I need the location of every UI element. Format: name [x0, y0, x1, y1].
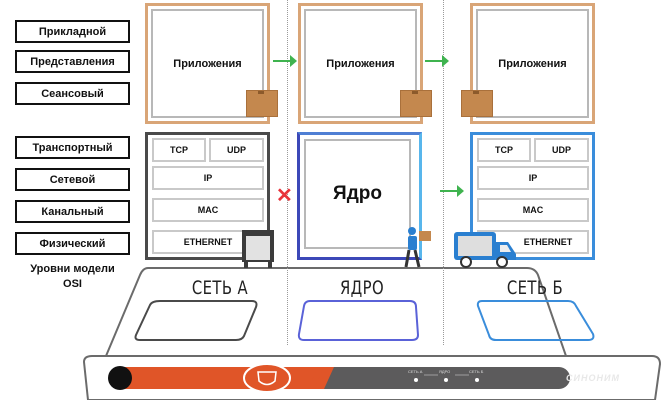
cell-udp: UDP: [534, 138, 589, 162]
cell-mac: MAC: [477, 198, 589, 222]
osi-layer-application: Прикладной: [15, 20, 130, 43]
network-a-label: СЕТЬ А: [191, 277, 249, 299]
cell-ip: IP: [152, 166, 264, 190]
cell-tcp: TCP: [152, 138, 206, 162]
stripe-accent: [318, 367, 334, 389]
osi-layer-physical: Физический: [15, 232, 130, 255]
shield-logo-icon: [243, 363, 291, 393]
courier-icon: [404, 227, 431, 268]
app-label: Приложения: [173, 57, 242, 70]
osi-caption-line2: OSI: [63, 278, 82, 290]
osi-caption: Уровни модели OSI: [15, 262, 130, 292]
osi-layer-transport: Транспортный: [15, 136, 130, 159]
cell-udp: UDP: [209, 138, 264, 162]
osi-layer-network: Сетевой: [15, 168, 130, 191]
cell-mac: MAC: [152, 198, 264, 222]
core-label: ЯДРО: [339, 277, 385, 299]
stripe-accent: [308, 367, 324, 389]
column-divider: [287, 0, 288, 345]
brand-label: СИНОНИМ: [566, 373, 620, 383]
blocked-x-icon: ✕: [276, 185, 293, 207]
package-icon: [400, 90, 432, 117]
osi-layer-label: Сетевой: [49, 173, 96, 186]
port-network-b: [476, 300, 595, 341]
osi-layer-label: Транспортный: [32, 141, 113, 154]
osi-layer-label: Канальный: [41, 205, 104, 218]
led-network-b: [475, 378, 479, 382]
app-label: Приложения: [498, 57, 567, 70]
led-label-network-a: СЕТЬ А: [408, 369, 423, 374]
power-button-icon: [108, 366, 132, 390]
osi-layer-presentation: Представления: [15, 50, 130, 73]
led-label-network-b: СЕТЬ Б: [469, 369, 484, 374]
osi-layer-label: Прикладной: [38, 25, 107, 38]
arrow-right-icon: [425, 55, 449, 67]
core-box: Ядро: [297, 132, 422, 260]
package-icon: [461, 90, 493, 117]
osi-layer-label: Сеансовый: [41, 87, 104, 100]
arrow-right-icon: [273, 55, 297, 67]
delivery-truck-icon: [454, 232, 516, 268]
cell-tcp: TCP: [477, 138, 531, 162]
osi-layer-session: Сеансовый: [15, 82, 130, 105]
led-network-a: [414, 378, 418, 382]
stack-network-b: TCP UDP IP MAC ETHERNET: [470, 132, 595, 260]
led-core: [444, 378, 448, 382]
led-label-core: ЯДРО: [439, 369, 451, 374]
osi-layer-label: Физический: [39, 237, 106, 250]
network-b-label: СЕТЬ Б: [506, 277, 564, 299]
port-network-a: [134, 300, 258, 341]
port-core: [297, 300, 420, 341]
core-box-label: Ядро: [333, 183, 382, 204]
osi-caption-line1: Уровни модели: [30, 263, 115, 275]
app-label: Приложения: [326, 57, 395, 70]
arrow-right-icon: [440, 185, 464, 197]
column-divider: [443, 0, 444, 345]
device-stripe-orange: [125, 367, 330, 389]
package-icon: [246, 90, 278, 117]
osi-layer-label: Представления: [30, 55, 115, 68]
cell-ip: IP: [477, 166, 589, 190]
app-box-network-b: Приложения: [470, 3, 595, 124]
hand-truck-icon: [242, 230, 274, 268]
osi-layer-datalink: Канальный: [15, 200, 130, 223]
